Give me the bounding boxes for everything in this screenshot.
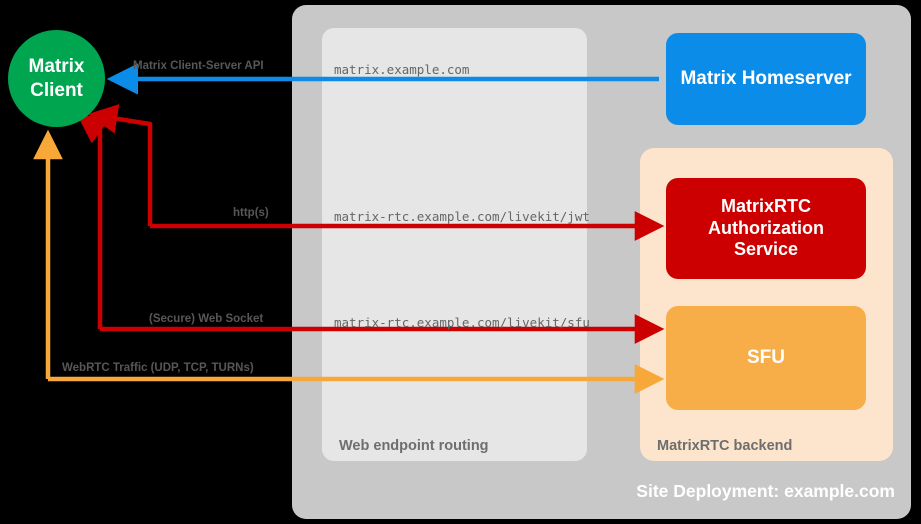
edge-label-matrix-client-server-api: Matrix Client-Server API	[133, 60, 264, 72]
node-matrix-homeserver[interactable]: Matrix Homeserver	[666, 33, 866, 125]
auth-service-label-line3: Service	[733, 239, 799, 260]
auth-service-label-line2: Authorization	[708, 217, 824, 238]
edge-webrtc-traffic	[33, 129, 665, 394]
node-matrix-client[interactable]: Matrix Client	[8, 30, 105, 127]
node-matrixrtc-authorization-service[interactable]: MatrixRTC Authorization Service	[666, 178, 866, 279]
auth-service-label-line1: MatrixRTC	[720, 195, 811, 216]
matrix-client-label-line1: Matrix	[28, 56, 85, 78]
sfu-label: SFU	[747, 347, 785, 369]
edge-https-jwt	[87, 104, 665, 241]
caption-site-deployment: Site Deployment: example.com	[636, 481, 895, 501]
edge-label-secure-websocket: (Secure) Web Socket	[149, 313, 264, 325]
endpoint-label-livekit-jwt: matrix-rtc.example.com/livekit/jwt	[334, 209, 590, 224]
endpoint-label-matrix-example-com: matrix.example.com	[334, 62, 470, 77]
endpoint-label-livekit-sfu: matrix-rtc.example.com/livekit/sfu	[334, 315, 590, 330]
web-endpoint-routing-panel	[322, 28, 587, 461]
edge-label-https: http(s)	[233, 207, 269, 219]
caption-web-endpoint-routing: Web endpoint routing	[339, 438, 489, 454]
edge-secure-websocket	[76, 113, 665, 344]
edge-label-webrtc-traffic: WebRTC Traffic (UDP, TCP, TURNs)	[62, 362, 254, 374]
caption-matrixrtc-backend: MatrixRTC backend	[657, 438, 793, 454]
node-sfu[interactable]: SFU	[666, 306, 866, 410]
matrix-client-label-line2: Client	[30, 79, 83, 101]
matrix-homeserver-label: Matrix Homeserver	[680, 68, 852, 90]
